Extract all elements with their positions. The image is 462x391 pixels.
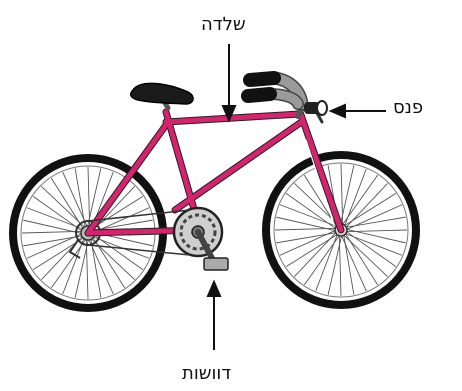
wheel-spoke bbox=[286, 234, 338, 267]
saddle bbox=[131, 83, 193, 104]
bike-light bbox=[304, 101, 327, 115]
wheel-spoke bbox=[92, 236, 125, 288]
wheel-spoke bbox=[344, 193, 396, 226]
pedal bbox=[204, 258, 228, 270]
frame-arrow bbox=[223, 44, 235, 120]
pedals-arrow bbox=[208, 282, 220, 350]
light-arrow bbox=[331, 105, 386, 117]
wheel-spoke bbox=[51, 178, 84, 230]
wheel-spoke bbox=[345, 233, 378, 285]
light-label: פנס bbox=[393, 97, 423, 118]
pedals-label: דוושות bbox=[182, 363, 231, 384]
frame-label: שלדה bbox=[201, 14, 246, 35]
